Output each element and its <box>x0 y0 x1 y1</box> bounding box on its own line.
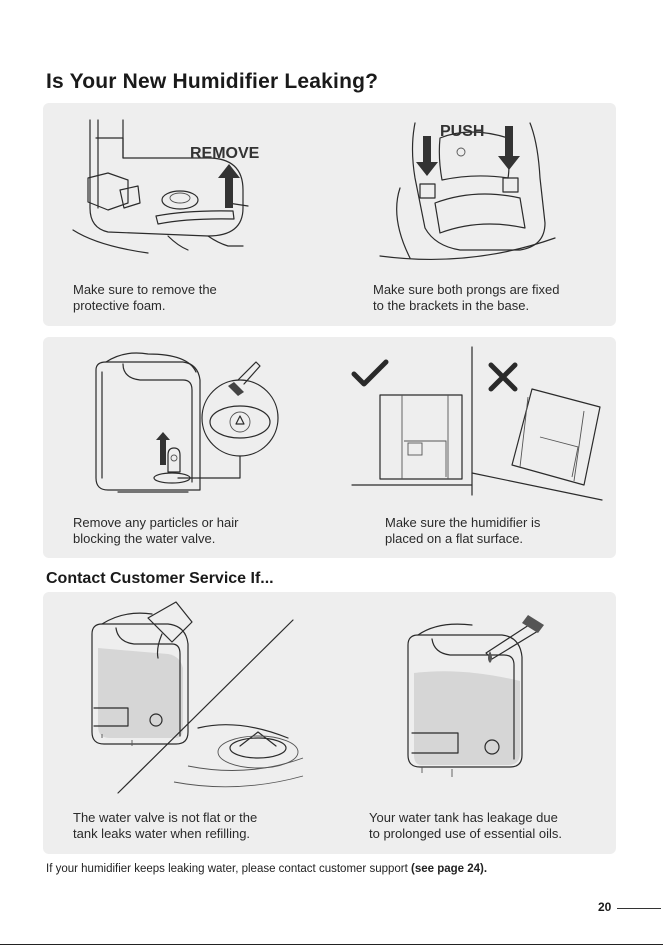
panel-setup-checks <box>43 103 616 326</box>
svg-text:REMOVE: REMOVE <box>190 145 260 162</box>
cross-mark-icon <box>488 362 518 392</box>
water-valve-illustration <box>95 352 279 493</box>
push-label: PUSH <box>440 123 484 140</box>
flat-surface-comparison-illustration <box>351 346 603 501</box>
refilling-leak-illustration <box>91 601 304 794</box>
remove-label: REMOVE <box>190 145 260 162</box>
prongs-illustration <box>379 122 556 261</box>
page-number-rule <box>617 908 661 909</box>
down-arrow-left-icon <box>416 136 438 176</box>
essential-oil-leak-illustration <box>407 615 544 777</box>
footer-note: If your humidifier keeps leaking water, … <box>46 863 488 875</box>
bottom-rule <box>0 944 663 945</box>
page-title: Is Your New Humidifier Leaking? <box>46 70 379 93</box>
panel-maintenance-checks <box>43 337 616 558</box>
page-reference: (see page 24). <box>411 863 488 875</box>
page-number: 20 <box>598 900 612 914</box>
svg-text:PUSH: PUSH <box>440 123 484 140</box>
down-arrow-right-icon <box>498 126 520 170</box>
contact-heading: Contact Customer Service If... <box>46 570 274 587</box>
up-arrow-icon <box>218 164 240 208</box>
check-mark-icon <box>351 359 389 387</box>
remove-foam-illustration <box>72 119 249 254</box>
